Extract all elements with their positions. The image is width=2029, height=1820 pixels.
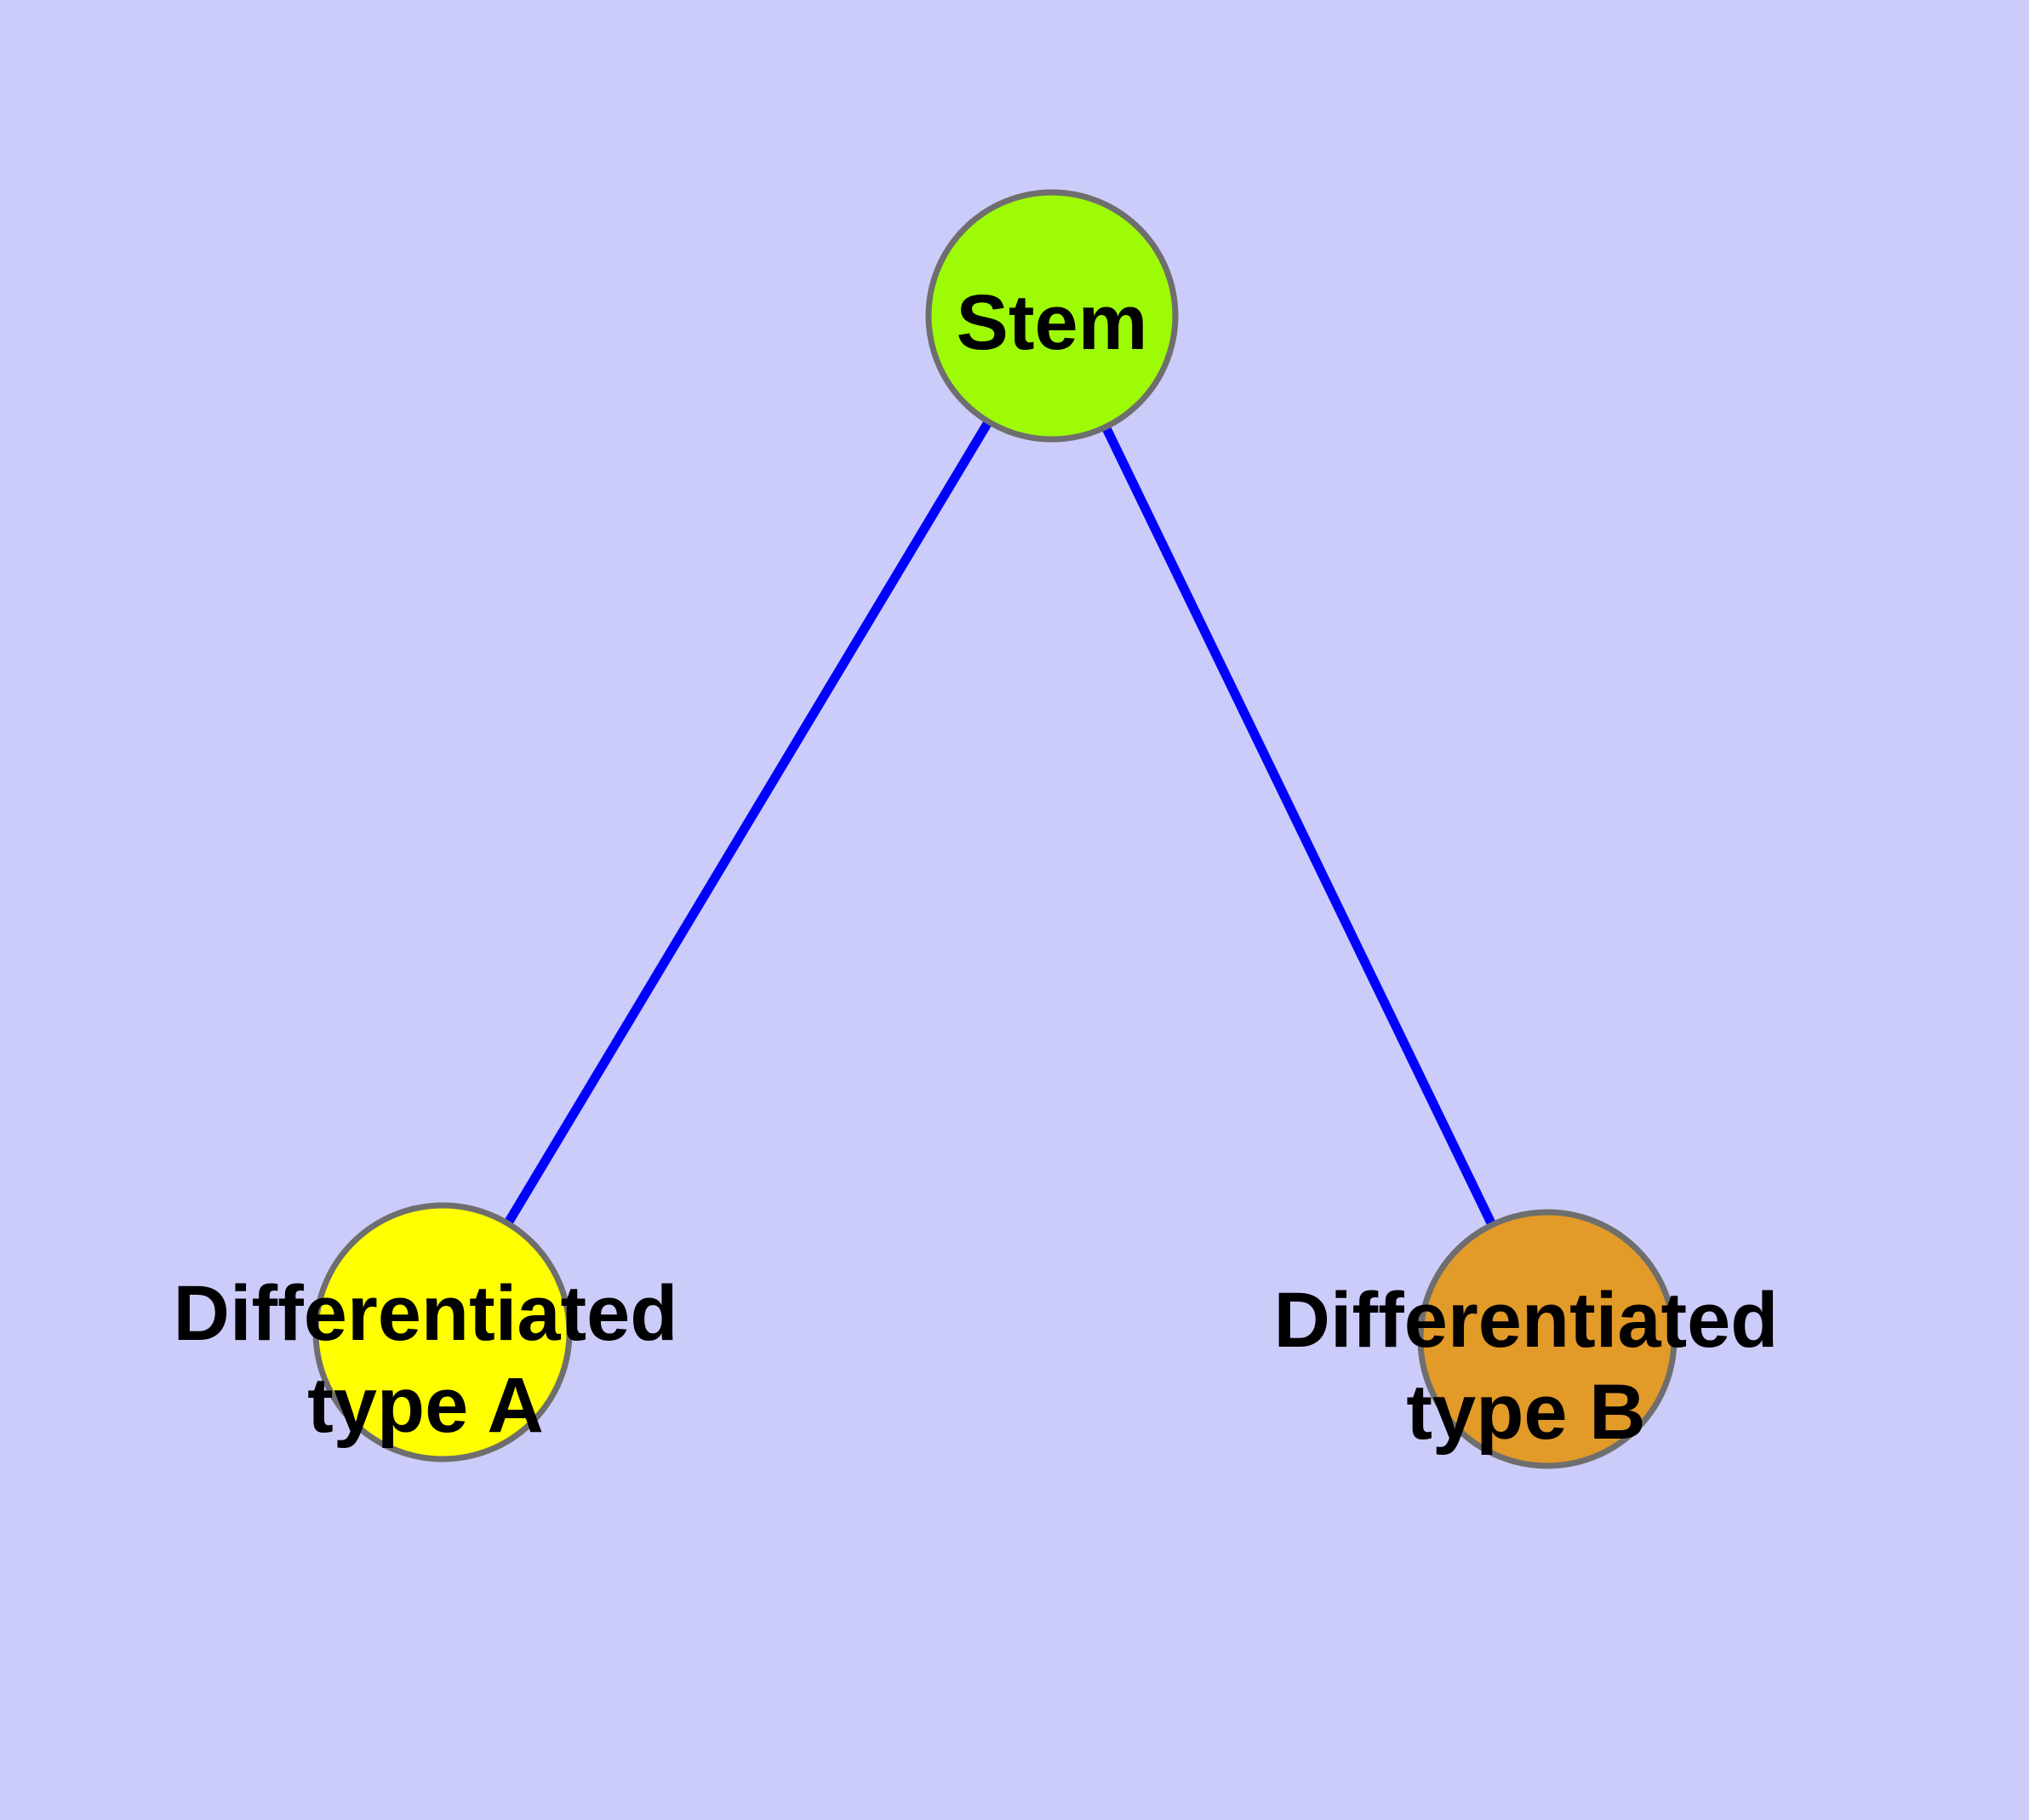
node-diff-b-circle[interactable] xyxy=(1417,1209,1677,1469)
edge-stem-to-diff-b[interactable] xyxy=(1048,313,1552,1342)
node-diff-a-label-line2: type A xyxy=(307,1362,544,1449)
node-layer: Stem Differentiated type A Differentiate… xyxy=(174,189,1779,1469)
node-stem[interactable]: Stem xyxy=(925,189,1179,443)
node-diff-b-label-line1: Differentiated xyxy=(1274,1277,1779,1364)
node-stem-circle[interactable] xyxy=(925,189,1179,443)
node-diff-b[interactable]: Differentiated type B xyxy=(1274,1209,1779,1469)
node-diff-a[interactable]: Differentiated type A xyxy=(174,1202,678,1462)
node-diff-a-label-line1: Differentiated xyxy=(174,1270,678,1357)
edge-stem-to-diff-a[interactable] xyxy=(438,313,1056,1335)
edge-layer xyxy=(438,313,1552,1342)
node-stem-label-line1: Stem xyxy=(957,279,1148,366)
node-diff-b-label-line2: type B xyxy=(1406,1369,1645,1456)
node-diff-a-circle[interactable] xyxy=(312,1202,573,1462)
